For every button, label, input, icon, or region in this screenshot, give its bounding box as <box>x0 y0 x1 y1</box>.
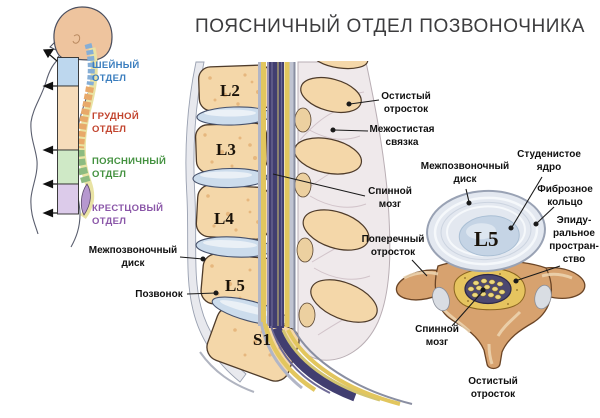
label-interspinous-ligament: Межостистая связка <box>369 124 435 148</box>
sacrum <box>80 183 91 216</box>
label-spinal-cord-sagittal: Спинной мозг <box>368 186 412 210</box>
vertebra-label-s1: S1 <box>253 330 271 349</box>
bar-arrows <box>42 48 58 218</box>
lumbar-spine <box>75 149 91 184</box>
label-nucleus: Студенистое ядро <box>517 149 581 173</box>
cervical-spine <box>84 43 95 86</box>
human-silhouette <box>30 6 113 248</box>
sagittal-section <box>183 36 413 406</box>
bar-cervical <box>57 57 79 87</box>
label-intervertebral-disc-axial: Межпозвоночный диск <box>420 161 510 185</box>
vertebra-label-l4: L4 <box>214 209 234 228</box>
region-label-lumbar: ПОЯСНИЧНЫЙ ОТДЕЛ <box>92 156 167 180</box>
spinal-canal <box>258 62 413 406</box>
label-transverse-process: Поперечный отросток <box>361 234 425 258</box>
label-annulus: Фиброзное кольцо <box>537 184 593 208</box>
anterior-ligament-band <box>185 61 247 383</box>
region-label-cervical: ШЕЙНЫЙ ОТДЕЛ <box>92 60 140 84</box>
pointer-lines <box>179 99 561 327</box>
label-epidural-space: Эпиду- ральное простран- ство <box>549 215 599 265</box>
region-label-sacral: КРЕСТЦОВЫЙ ОТДЕЛ <box>92 203 164 227</box>
vertebra-label-l5: L5 <box>225 276 245 295</box>
spine-region-bar <box>57 57 79 215</box>
label-intervertebral-disc-sagittal: Межпозвоночный диск <box>88 245 178 269</box>
thoracic-spine <box>76 86 94 149</box>
label-spinous-process-axial: Остистый отросток <box>468 376 518 400</box>
label-vertebra: Позвонок <box>135 289 183 300</box>
disc-axial <box>426 189 546 273</box>
head <box>53 6 113 61</box>
page-title: ПОЯСНИЧНЫЙ ОТДЕЛ ПОЗВОНОЧНИКА <box>194 16 585 37</box>
bar-thoracic <box>57 85 79 151</box>
label-spinous-process-sagittal: Остистый отросток <box>381 91 431 115</box>
label-spinal-cord-axial: Спинной мозг <box>415 324 459 348</box>
vertebra-label-l5-axial: L5 <box>474 227 499 251</box>
vertebra-label-l2: L2 <box>220 81 240 100</box>
vertebra-label-l3: L3 <box>216 140 236 159</box>
bar-lumbar <box>57 149 79 185</box>
region-label-thoracic: ГРУДНОЙ ОТДЕЛ <box>92 111 139 135</box>
bar-sacral <box>57 183 79 215</box>
